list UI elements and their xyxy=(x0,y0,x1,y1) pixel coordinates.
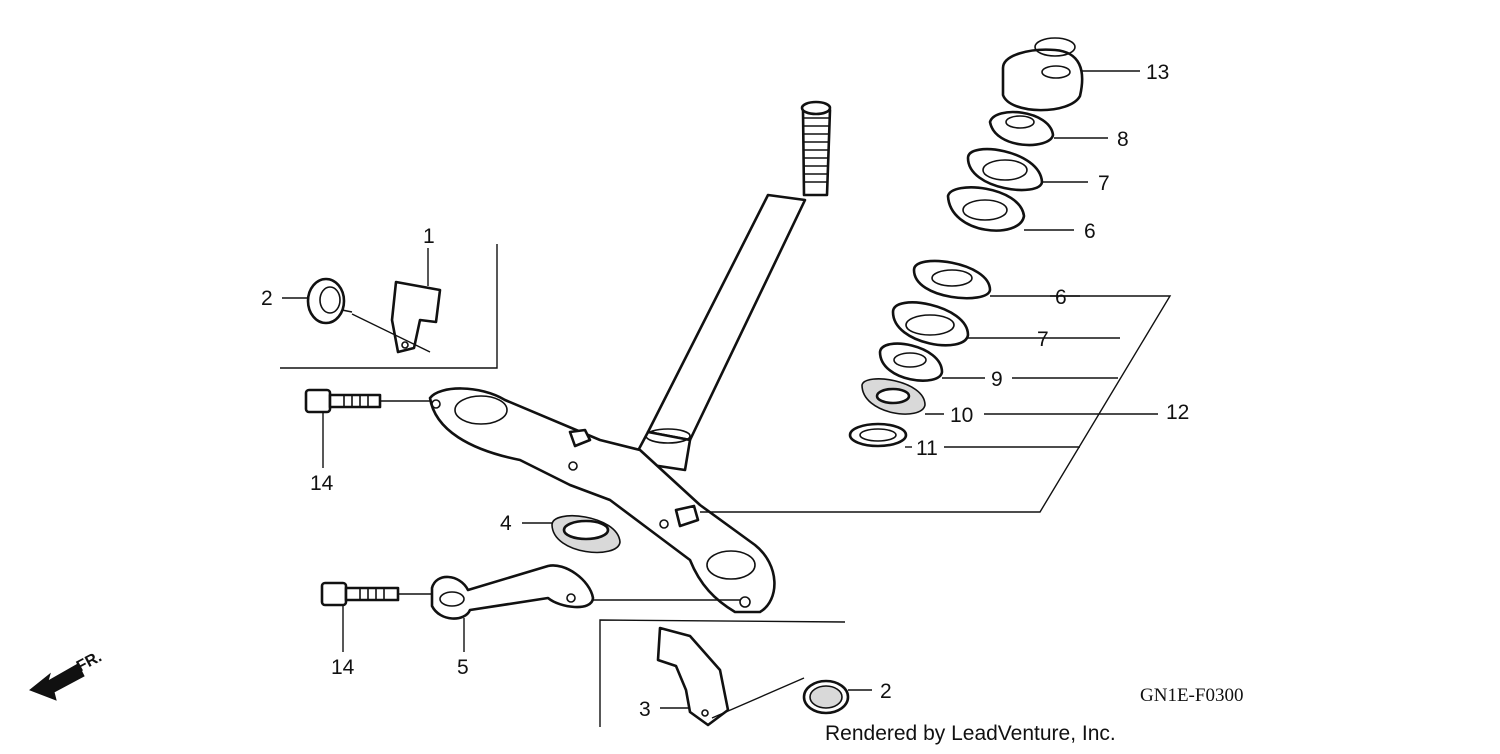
reflector-bottom[interactable] xyxy=(802,679,850,715)
inset-frame-top xyxy=(280,244,498,369)
dust-seal[interactable] xyxy=(861,378,926,415)
callout-6-upper[interactable]: 6 xyxy=(1084,220,1096,243)
callout-7-upper[interactable]: 7 xyxy=(1098,172,1110,195)
callout-5[interactable]: 5 xyxy=(457,656,469,679)
callout-14-lower[interactable]: 14 xyxy=(331,656,355,679)
callout-9[interactable]: 9 xyxy=(991,368,1003,391)
bolt-upper[interactable] xyxy=(304,388,382,414)
callout-10[interactable]: 10 xyxy=(950,404,973,427)
front-arrow-icon xyxy=(29,663,85,701)
dust-seal-washer[interactable] xyxy=(848,422,908,448)
grommet[interactable] xyxy=(551,514,621,554)
upper-bearing-cone[interactable] xyxy=(988,110,1055,147)
steering-stem[interactable] xyxy=(630,100,832,472)
upper-steel-balls[interactable] xyxy=(966,147,1044,192)
diagram-code: GN1E-F0300 xyxy=(1140,685,1243,706)
brake-hose-clamp[interactable] xyxy=(430,564,595,620)
callout-4[interactable]: 4 xyxy=(500,512,512,535)
callout-12[interactable]: 12 xyxy=(1166,401,1189,424)
callout-8[interactable]: 8 xyxy=(1117,128,1129,151)
bolt-lower[interactable] xyxy=(320,581,400,607)
callout-1[interactable]: 1 xyxy=(423,225,435,248)
inset-frame-bottom xyxy=(599,619,846,727)
callout-6-lower[interactable]: 6 xyxy=(1055,286,1067,309)
stem-nut[interactable] xyxy=(1001,37,1084,112)
upper-bearing-race[interactable] xyxy=(946,186,1026,232)
reflector-stay-top[interactable] xyxy=(390,280,442,354)
callout-14-upper[interactable]: 14 xyxy=(310,472,334,495)
callout-2-bottom[interactable]: 2 xyxy=(880,680,892,703)
render-credit: Rendered by LeadVenture, Inc. xyxy=(825,722,1116,745)
callout-3[interactable]: 3 xyxy=(639,698,651,721)
reflector-top[interactable] xyxy=(306,277,353,325)
callout-13[interactable]: 13 xyxy=(1146,61,1169,84)
lower-steel-balls[interactable] xyxy=(891,301,970,347)
leader-lines xyxy=(282,70,1172,719)
steering-stem-bottom-bridge[interactable] xyxy=(428,387,776,614)
callout-2-top[interactable]: 2 xyxy=(261,287,273,310)
reflector-stay-bottom[interactable] xyxy=(656,626,730,727)
callout-11[interactable]: 11 xyxy=(916,437,938,460)
lower-bearing-cone[interactable] xyxy=(878,342,944,382)
front-direction-indicator: FR. xyxy=(29,648,105,701)
lower-bearing-race[interactable] xyxy=(912,259,992,300)
callout-7-lower[interactable]: 7 xyxy=(1037,328,1049,351)
